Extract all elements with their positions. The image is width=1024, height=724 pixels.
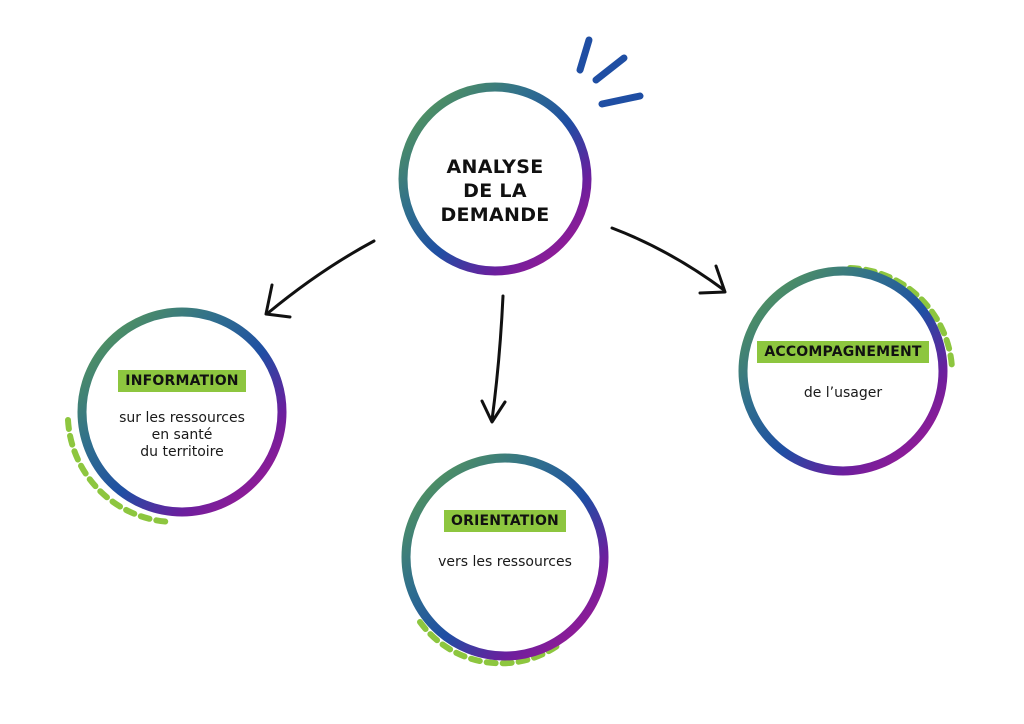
accompagnement-description: de l’usager	[753, 385, 933, 402]
center-title-line-2: DE LA DEMANDE	[440, 180, 550, 226]
orientation-description: vers les ressources	[420, 554, 590, 571]
accompagnement-desc-line-1: de l’usager	[803, 385, 883, 401]
information-ring	[77, 307, 287, 517]
orientation-desc-line-1: vers les ressources	[438, 554, 572, 570]
spark-stroke-2	[592, 54, 628, 84]
arrow-to-information	[264, 239, 376, 319]
information-desc-line-2: en santé	[151, 427, 213, 443]
spark-stroke-3	[598, 92, 644, 108]
accompagnement-content: ACCOMPAGNEMENT de l’usager	[753, 341, 933, 402]
information-content: INFORMATION sur les ressources en santé …	[102, 370, 262, 461]
accompagnement-tag: ACCOMPAGNEMENT	[757, 341, 929, 363]
arrow-to-accompagnement	[610, 226, 727, 295]
information-desc-line-3: du territoire	[140, 444, 224, 460]
information-description: sur les ressources en santé du territoir…	[102, 410, 262, 461]
arrow-to-orientation	[480, 294, 507, 424]
orientation-content: ORIENTATION vers les ressources	[420, 510, 590, 571]
orientation-dash-arc	[417, 619, 563, 667]
spark-accent	[576, 36, 644, 108]
orientation-ring	[401, 453, 609, 661]
center-title-line-1: ANALYSE	[446, 156, 544, 178]
center-ring	[398, 82, 592, 276]
center-title: ANALYSE DE LA DEMANDE	[415, 155, 575, 227]
spark-stroke-1	[576, 36, 593, 74]
information-dash-arc	[65, 417, 175, 525]
orientation-tag: ORIENTATION	[444, 510, 566, 532]
accompagnement-ring	[738, 266, 948, 476]
information-desc-line-1: sur les ressources	[119, 410, 245, 426]
information-tag: INFORMATION	[118, 370, 246, 392]
